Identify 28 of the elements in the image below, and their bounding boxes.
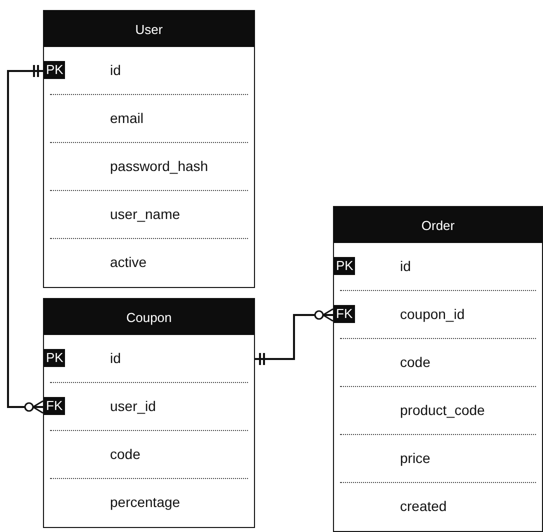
attribute-name: code xyxy=(110,446,140,462)
attribute-name: price xyxy=(400,450,430,466)
attribute-name: created xyxy=(400,498,447,514)
key-badge: FK xyxy=(44,397,65,415)
attribute-name: user_id xyxy=(110,398,156,414)
relationship-line xyxy=(7,64,44,414)
entity-header: Coupon xyxy=(44,299,254,335)
attribute-name: id xyxy=(110,62,121,78)
entity-header: User xyxy=(44,11,254,47)
attribute-name: active xyxy=(110,254,147,270)
attribute-name: code xyxy=(400,354,430,370)
entity-table xyxy=(43,298,255,528)
entity-table xyxy=(43,10,255,288)
attribute-name: id xyxy=(110,350,121,366)
key-badge: PK xyxy=(44,349,66,367)
entity-table xyxy=(333,206,543,532)
attribute-name: password_hash xyxy=(110,158,208,174)
attribute-name: percentage xyxy=(110,494,180,510)
attribute-name: user_name xyxy=(110,206,180,222)
attribute-name: email xyxy=(110,110,144,126)
attribute-name: coupon_id xyxy=(400,306,465,322)
attribute-name: id xyxy=(400,258,411,274)
key-badge: PK xyxy=(334,257,356,275)
key-badge: PK xyxy=(44,61,66,79)
attribute-name: product_code xyxy=(400,402,485,418)
key-badge: FK xyxy=(334,305,355,323)
relationship-line xyxy=(254,308,334,366)
entity-header: Order xyxy=(334,207,542,243)
